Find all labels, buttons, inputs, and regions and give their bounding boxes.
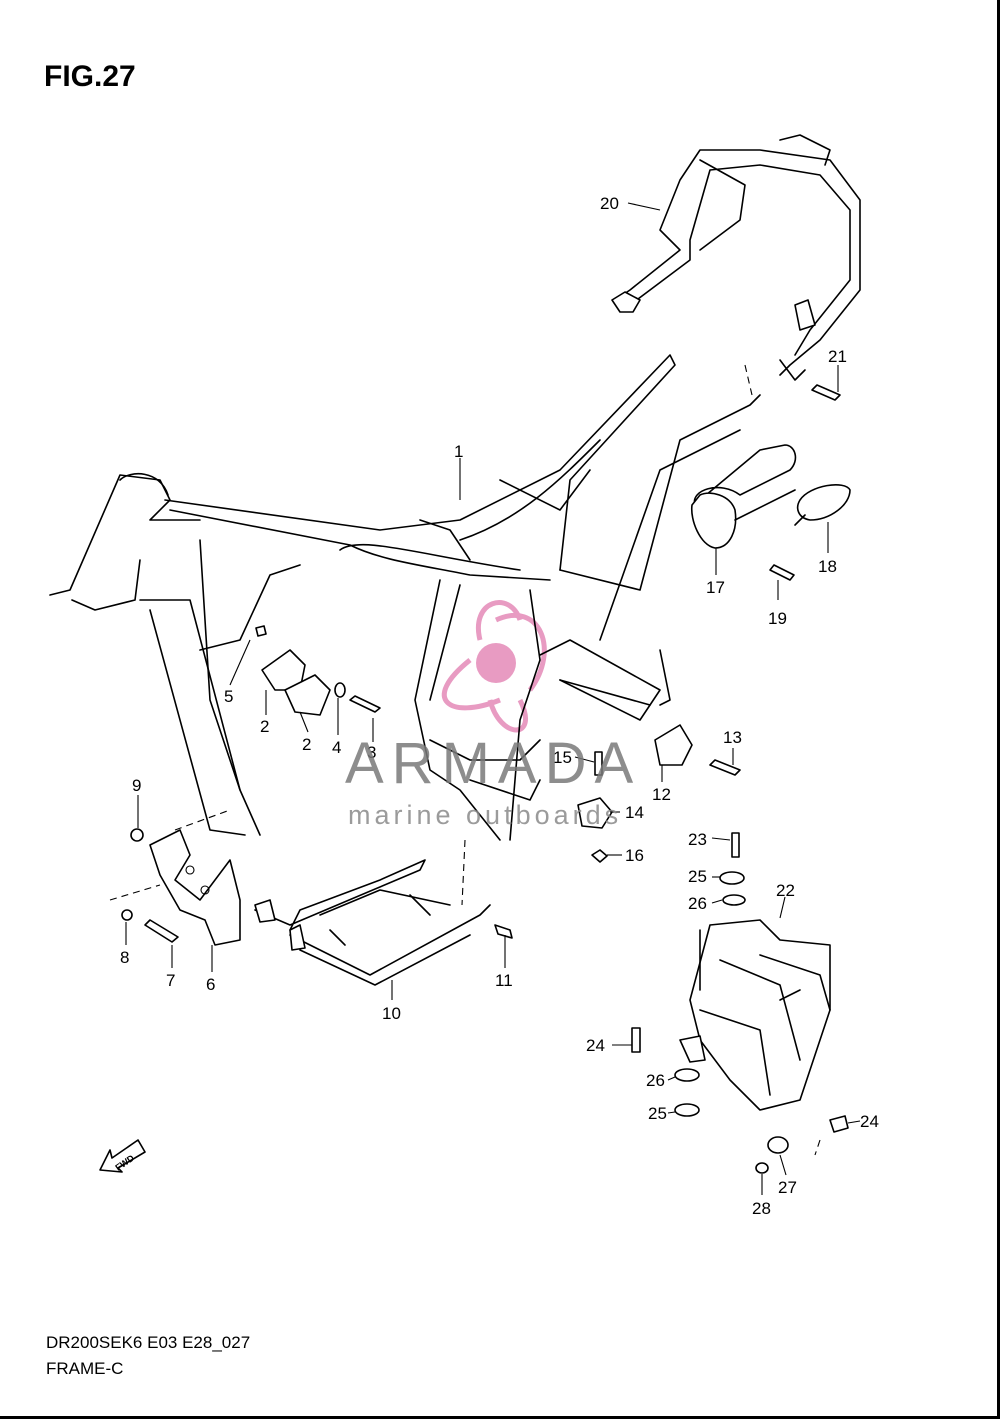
tool-case [690,444,851,549]
callout-26: 26 [688,894,707,913]
figure-name: FRAME-C [46,1359,124,1378]
watermark-tagline: marine outboards [348,800,623,830]
callout-21: 21 [828,347,847,366]
callout-19: 19 [768,609,787,628]
callout-11: 11 [495,971,513,990]
leader-lines [125,202,861,1195]
callout-4: 4 [332,738,341,757]
callout-13: 13 [723,728,742,747]
callout-24: 24 [586,1036,605,1055]
callout-26: 26 [646,1071,665,1090]
callout-2: 2 [260,717,269,736]
callout-22: 22 [776,881,795,900]
callout-17: 17 [706,578,725,597]
callout-28: 28 [752,1199,771,1218]
callout-25: 25 [648,1104,667,1123]
callout-24: 24 [860,1112,879,1131]
callout-2: 2 [302,735,311,754]
callout-12: 12 [652,785,671,804]
callout-1: 1 [454,442,463,461]
misc-bolts [577,384,841,863]
main-frame [49,354,761,841]
callout-16: 16 [625,846,644,865]
callout-20: 20 [600,194,619,213]
engine-brackets [255,625,381,716]
fwd-arrow-icon: FWD [99,1139,146,1173]
watermark-brand: ARMADA [345,731,642,796]
battery-holder [631,832,849,1174]
callout-7: 7 [166,971,175,990]
callout-labels: 1 2 2 3 4 5 6 7 8 9 10 11 12 13 14 15 16… [120,194,879,1218]
callout-8: 8 [120,948,129,967]
rear-carrier [611,134,861,381]
callout-6: 6 [206,975,215,994]
callout-3: 3 [367,743,376,762]
figure-code: DR200SEK6 E03 E28_027 [46,1333,251,1352]
callout-15: 15 [553,748,572,767]
assembly-lines [109,364,821,1156]
callout-23: 23 [688,830,707,849]
callout-25: 25 [688,867,707,886]
lower-cradle [254,859,513,986]
callout-10: 10 [382,1004,401,1023]
callout-27: 27 [778,1178,797,1197]
figure-title: FIG.27 [44,60,136,93]
callout-9: 9 [132,776,141,795]
footrest-bracket [121,828,241,946]
callout-14: 14 [625,803,644,822]
callout-18: 18 [818,557,837,576]
watermark-logo [441,600,547,733]
callout-5: 5 [224,687,233,706]
